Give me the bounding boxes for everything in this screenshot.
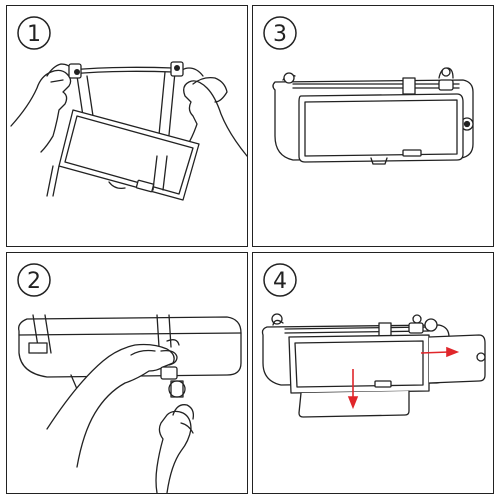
step-3-panel: 3 <box>252 5 494 247</box>
step-number: 3 <box>273 22 287 47</box>
step-3-illustration <box>272 67 474 165</box>
step-number-badge: 3 <box>261 14 299 52</box>
step-number: 2 <box>27 269 41 294</box>
step-number: 1 <box>27 22 41 47</box>
red-arrow-icon <box>347 346 460 410</box>
step-1-panel: 1 <box>6 5 248 247</box>
step-number: 4 <box>273 269 287 294</box>
step-4-panel: 4 <box>252 252 494 494</box>
step-number-badge: 1 <box>15 14 53 52</box>
step-2-panel: 2 <box>6 252 248 494</box>
step-number-badge: 4 <box>261 261 299 299</box>
step-4-illustration <box>261 313 486 418</box>
step-1-illustration <box>10 61 247 201</box>
step-number-badge: 2 <box>15 261 53 299</box>
step-2-illustration <box>18 314 242 493</box>
